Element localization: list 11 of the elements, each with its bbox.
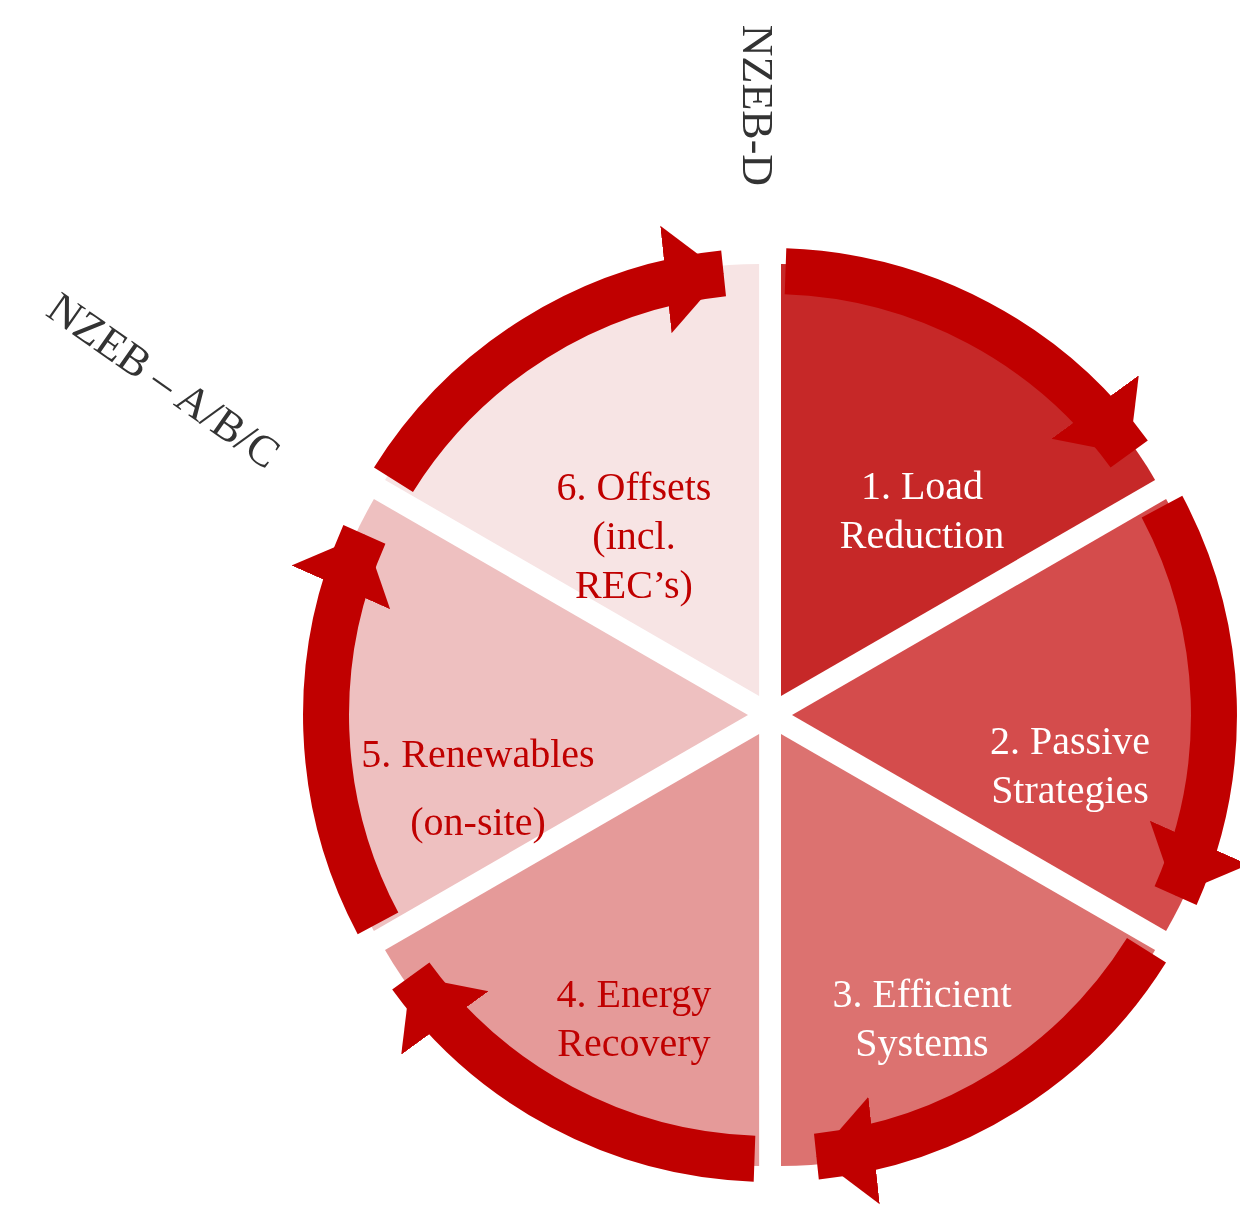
curved-arrow <box>1141 497 1240 904</box>
curved-arrow <box>783 248 1147 469</box>
sector-label: 4. Energy Recovery <box>555 970 713 1067</box>
sector-label: 6. Offsets (incl. REC’s) <box>555 463 713 609</box>
level-label: NZEB-D <box>731 24 783 186</box>
curved-arrow <box>293 526 399 933</box>
sector-label: 5. Renewables (on-site) <box>360 730 596 846</box>
sector-label: 3. Efficient Systems <box>831 970 1013 1067</box>
sector-label: 2. Passive Strategies <box>989 717 1151 814</box>
curved-arrow <box>393 961 757 1182</box>
sector-label: 1. Load Reduction <box>838 462 1006 559</box>
